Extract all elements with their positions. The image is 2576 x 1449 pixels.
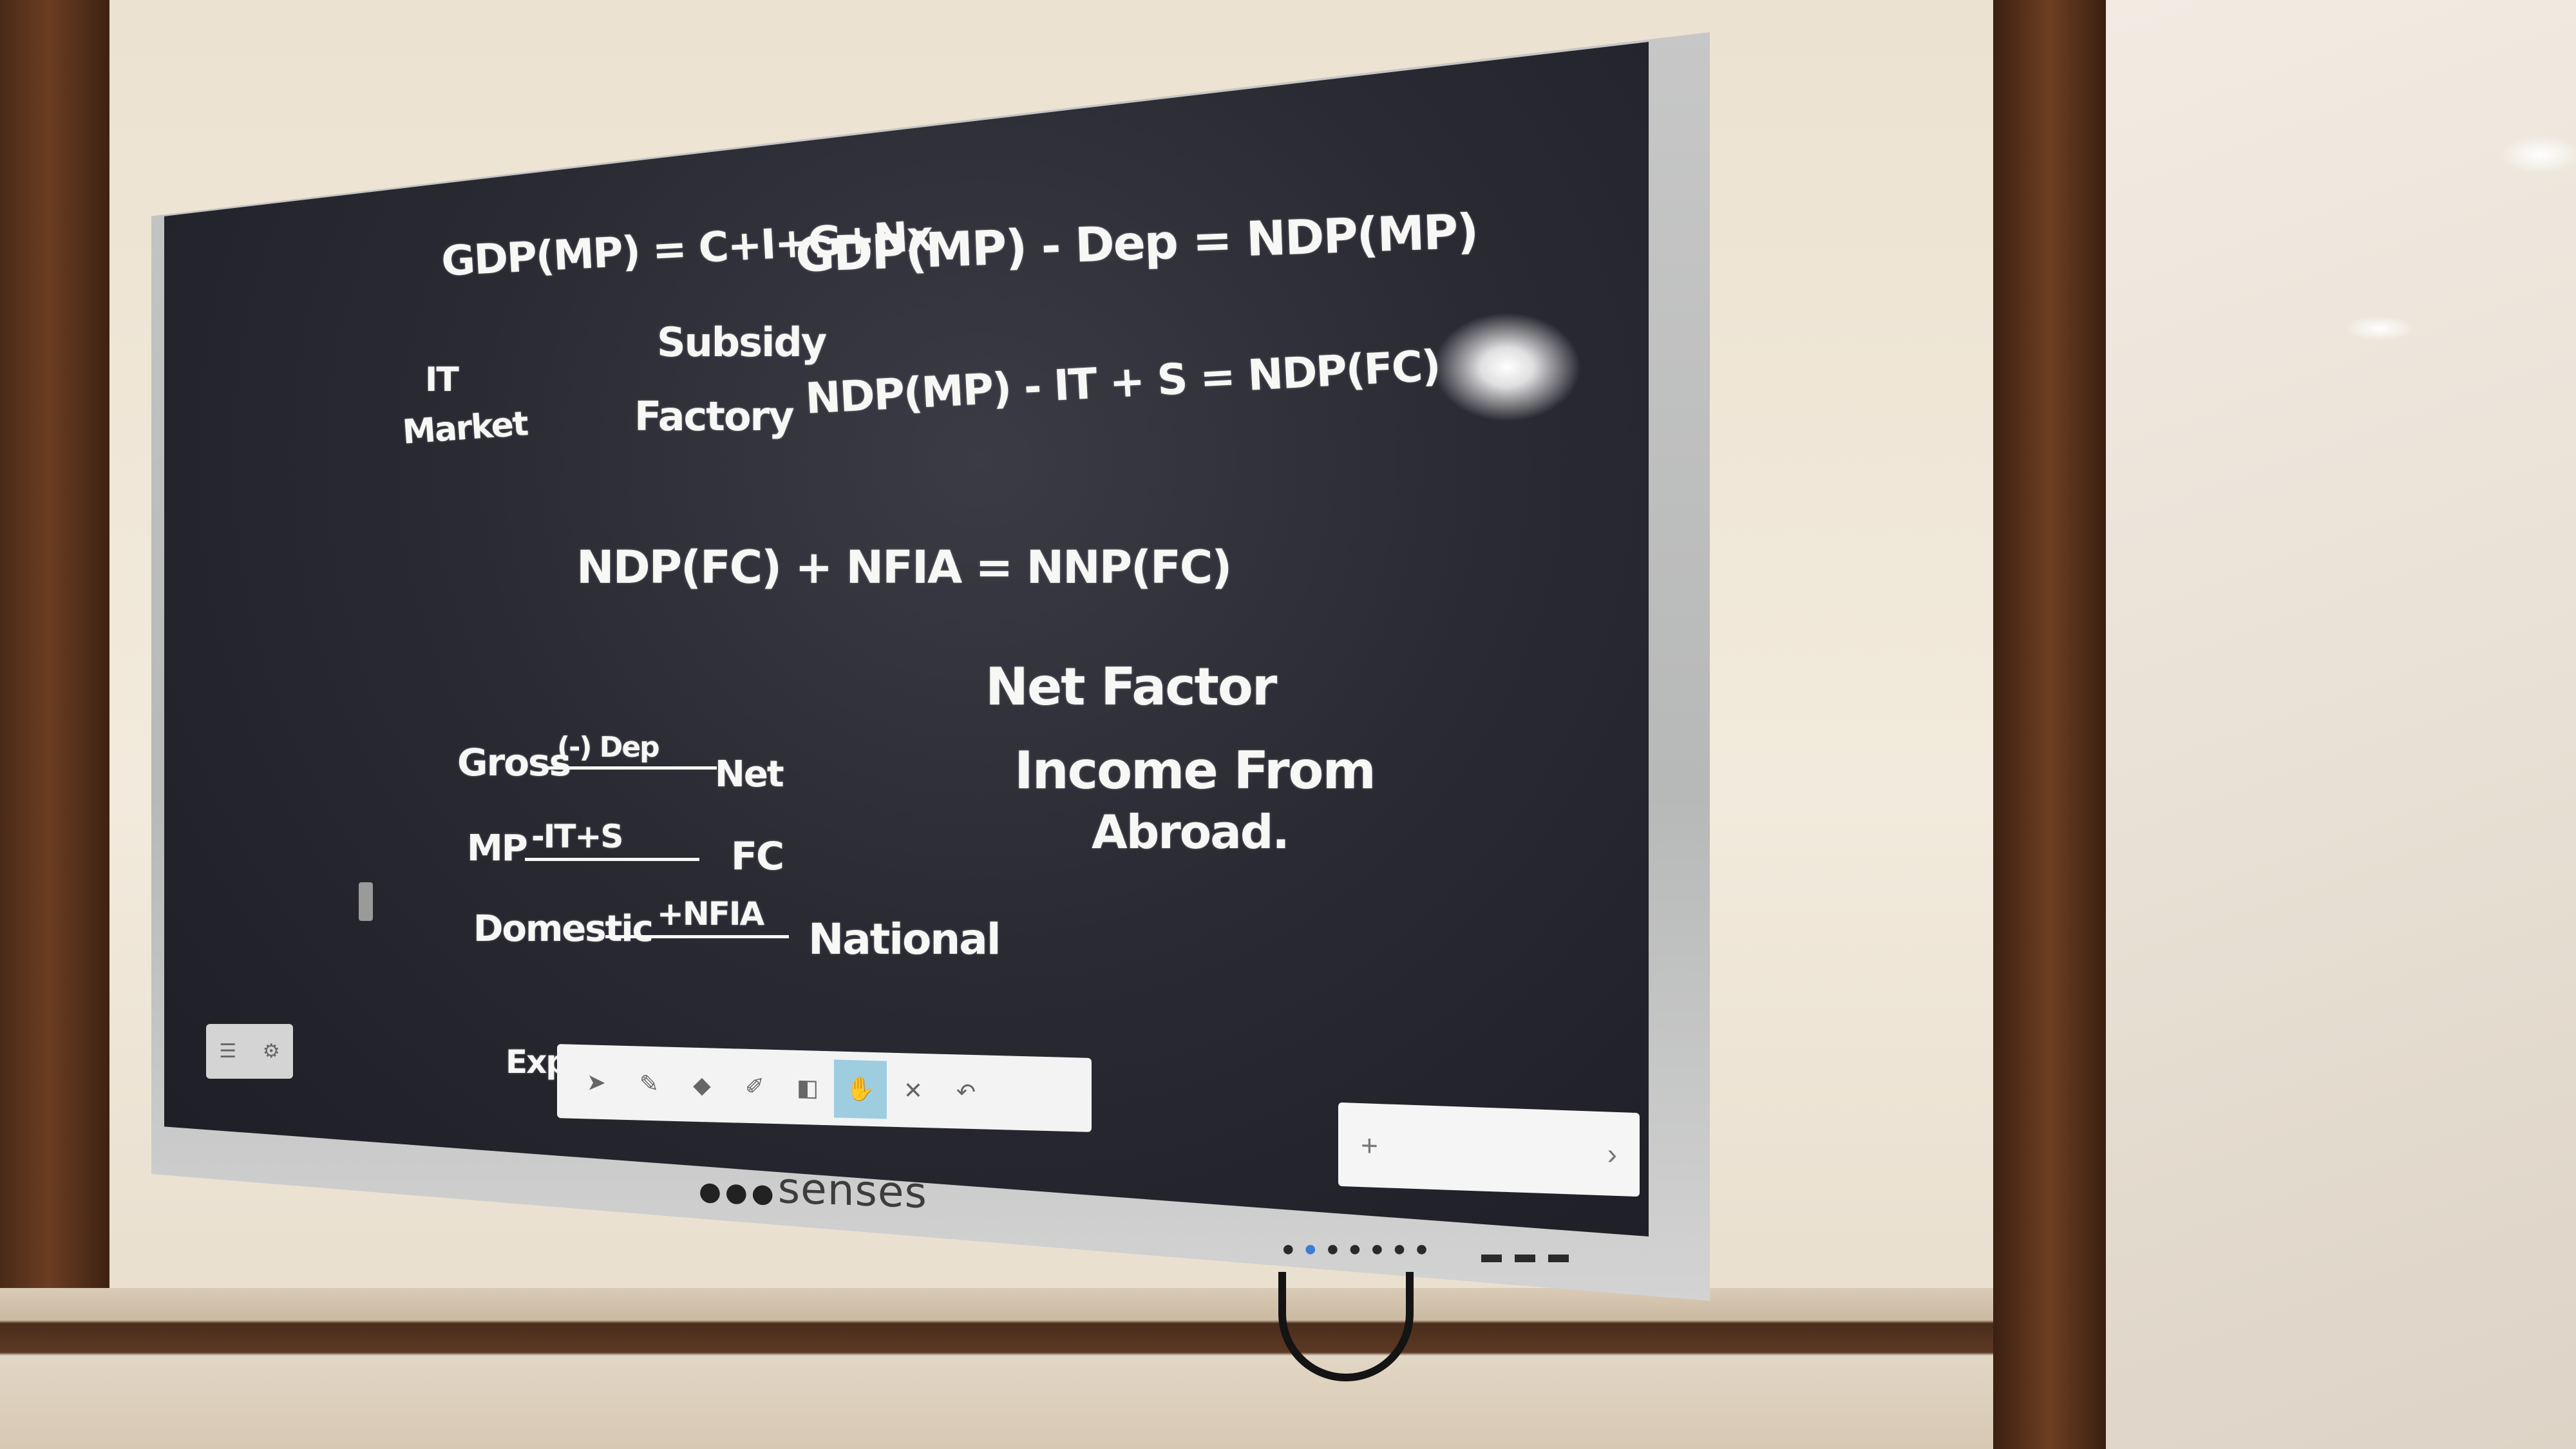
brand-logo: ●●●senses — [699, 1160, 927, 1218]
nfia-definition-line2: Income From — [1014, 741, 1376, 800]
equation-ndp-fc: NDP(MP) - IT + S = NDP(FC) — [804, 341, 1441, 424]
row-domestic-left: Domestic — [473, 908, 654, 950]
row-domestic-right: National — [808, 914, 1001, 964]
clear-icon[interactable]: ✕ — [903, 1076, 923, 1104]
hardware-buttons[interactable]: ●●●●●●● — [1282, 1236, 1437, 1261]
row-mp-left: MP — [467, 828, 528, 869]
row-gross-right: Net — [715, 753, 784, 795]
page-navigator: + › — [1338, 1102, 1640, 1197]
select-pointer-icon[interactable]: ➤ — [586, 1068, 607, 1095]
shapes-icon[interactable]: ◧ — [796, 1074, 819, 1101]
settings-icon[interactable]: ⚙ — [262, 1041, 280, 1062]
wooden-frame-right — [1993, 0, 2106, 1449]
hand-pan-icon[interactable]: ✋ — [834, 1059, 887, 1119]
label-factory: Factory — [634, 393, 795, 440]
whiteboard-wall — [2106, 0, 2576, 1449]
undo-icon[interactable]: ↶ — [956, 1077, 976, 1105]
ports — [1481, 1255, 1569, 1262]
label-it: IT — [425, 361, 459, 399]
add-page-button[interactable]: + — [1361, 1128, 1378, 1162]
highlighter-icon[interactable]: ✐ — [744, 1072, 765, 1100]
row-mp-arrow: -IT+S — [525, 818, 700, 861]
row-gross-left: Gross — [457, 741, 571, 784]
row-domestic-arrow: +NFIA — [605, 895, 790, 938]
row-mp-right: FC — [731, 834, 784, 879]
nfia-definition-line3: Abroad. — [1092, 805, 1290, 859]
light-reflection — [2499, 135, 2576, 174]
label-subsidy: Subsidy — [657, 319, 827, 366]
light-reflection — [2344, 316, 2415, 341]
row-gross-arrow: (-) Dep — [544, 731, 717, 770]
menu-icon[interactable]: ☰ — [219, 1041, 237, 1062]
shelf — [0, 1288, 1993, 1449]
brand-name: senses — [777, 1163, 927, 1218]
whiteboard-toolbar: ➤ ✎ ◆ ✐ ◧ ✋ ✕ ↶ — [557, 1044, 1092, 1132]
equation-nnp-fc: NDP(FC) + NFIA = NNP(FC) — [576, 541, 1232, 594]
left-panel-handle[interactable] — [359, 882, 373, 921]
brand-dots-icon: ●●● — [699, 1176, 778, 1209]
light-glare — [1433, 312, 1581, 422]
interactive-display-screen[interactable]: GDP(MP) = C+I+G+Nx GDP(MP) - Dep = NDP(M… — [164, 42, 1649, 1236]
eraser-icon[interactable]: ◆ — [693, 1071, 711, 1098]
wooden-panel-left — [0, 0, 109, 1288]
whiteboard-menu[interactable]: ☰ ⚙ — [206, 1024, 293, 1079]
nfia-definition-line1: Net Factor — [985, 657, 1277, 717]
label-market: Market — [401, 404, 529, 452]
pen-icon[interactable]: ✎ — [639, 1069, 659, 1097]
next-page-button[interactable]: › — [1607, 1137, 1617, 1171]
